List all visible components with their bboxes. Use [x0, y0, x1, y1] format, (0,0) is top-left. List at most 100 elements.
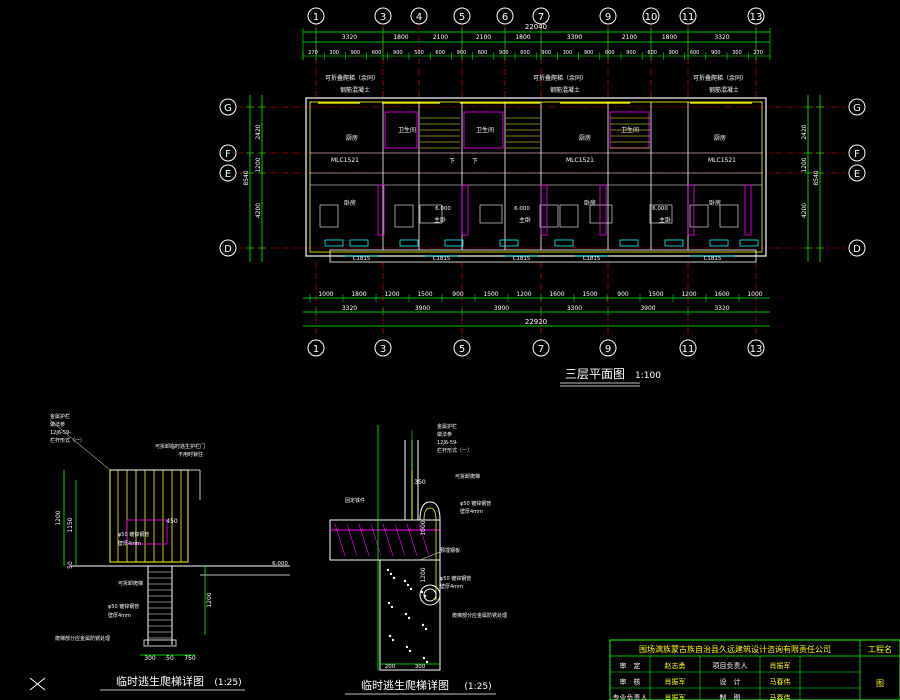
bed-box — [479, 204, 503, 224]
wet-room-outline — [463, 111, 504, 149]
drawing-label: 图 — [876, 679, 884, 688]
dim-text: 300 — [563, 50, 573, 56]
axis-bubble — [219, 144, 237, 162]
dim-text: 900 — [457, 50, 467, 56]
dim-text: 2100 — [476, 34, 491, 41]
note-text: 壁厚4mm — [460, 508, 483, 515]
dim-text: 500 — [414, 50, 424, 56]
dim-text: 900 — [393, 50, 403, 56]
wall-column — [379, 559, 441, 671]
door-label: MLC1521 — [331, 157, 359, 164]
detail-title: 临时逃生爬梯详图 — [361, 678, 449, 692]
window-sill — [619, 239, 639, 247]
note-text: φ50 镀锌钢管 — [460, 500, 491, 507]
dim-total: 8540 — [243, 170, 250, 185]
window-label: C1815 — [704, 256, 722, 262]
dim-text: 600 — [647, 50, 657, 56]
dim-text: 1800 — [351, 291, 366, 298]
axis-label: D — [853, 244, 861, 255]
window-label: C1815 — [583, 256, 601, 262]
axis-bubble — [219, 98, 237, 116]
aggregate-dot — [409, 587, 413, 591]
dim-text: 300 — [144, 655, 156, 662]
furniture-box — [559, 204, 579, 228]
title-block-person: 马春伟 — [770, 677, 791, 686]
note-text: 壁厚4mm — [108, 612, 131, 619]
dim-total: 8540 — [813, 170, 820, 185]
axis-bubble — [679, 339, 697, 357]
kitchen-label: 厨房 — [714, 134, 726, 142]
dim-text: 2420 — [255, 124, 262, 139]
axis-bubble — [848, 144, 866, 162]
dim-text: 350 — [414, 479, 426, 486]
project-name-label: 工程名 — [868, 644, 892, 654]
stair-note: 可折叠爬梯（余同） — [693, 74, 747, 82]
dim-text: 3300 — [567, 305, 582, 312]
plan-walls — [305, 97, 767, 263]
wall-inner-yellow — [309, 101, 763, 253]
note-text: 金属护栏 — [437, 423, 457, 430]
axis-label: E — [854, 169, 860, 180]
title-block-person: 肖振军 — [665, 677, 686, 686]
bottom-window-strip — [329, 249, 757, 263]
axis-bubble — [599, 7, 617, 25]
axis-label: 10 — [645, 12, 658, 23]
dim-text: 600 — [690, 50, 700, 56]
axis-bubble — [747, 7, 765, 25]
ladder-hook-inner — [423, 507, 437, 600]
dim-text: 1800 — [662, 34, 677, 41]
outer-wall — [305, 97, 767, 257]
elevation-mark: 6.000 — [514, 206, 530, 212]
axis-label: 1 — [313, 344, 319, 355]
detail-scale: (1:25) — [464, 682, 491, 692]
aggregate-dot — [390, 605, 394, 609]
dim-text: 1000 — [747, 291, 762, 298]
stair-note: 可折叠爬梯（余同） — [325, 74, 379, 82]
dim-text: 600 — [520, 50, 530, 56]
dim-text: 900 — [669, 50, 679, 56]
window-label: C1815 — [353, 256, 371, 262]
axis-bubble — [532, 339, 550, 357]
note-text: 壁厚4mm — [118, 540, 141, 547]
aggregate-dot — [386, 568, 390, 572]
axis-label: 6 — [502, 12, 508, 23]
axis-label: 3 — [380, 344, 386, 355]
aggregate-dot — [391, 638, 395, 642]
wc-label: 卫生间 — [476, 126, 494, 134]
furniture-box — [394, 204, 414, 228]
axis-bubble — [219, 164, 237, 182]
slab-hatch — [406, 523, 418, 557]
bed-label: 卧房 — [709, 199, 721, 207]
dim-text: 900 — [584, 50, 594, 56]
title-block-role: 项目负责人 — [713, 661, 748, 670]
dim-text: 270 — [308, 50, 318, 56]
furniture-box — [539, 204, 559, 228]
aggregate-dot — [421, 623, 425, 627]
axis-bubble — [747, 339, 765, 357]
slab-hatch — [358, 523, 370, 557]
title-block-person: 肖振军 — [770, 661, 791, 670]
axis-label: E — [225, 169, 231, 180]
title-block-frame — [609, 639, 900, 700]
dim-text: 4200 — [255, 203, 262, 218]
axis-bubble — [532, 7, 550, 25]
title-block-role: 专业负责人 — [613, 693, 648, 700]
aggregate-dot — [389, 572, 393, 576]
dim-text: 1000 — [420, 520, 427, 535]
dim-text: 900 — [626, 50, 636, 56]
dim-text: 50 — [166, 655, 174, 662]
window-sill — [554, 239, 574, 247]
dim-text: 3320 — [342, 305, 357, 312]
column — [377, 184, 385, 236]
ucs-icon — [29, 677, 46, 691]
aggregate-dot — [404, 612, 408, 616]
furniture-box — [319, 204, 339, 228]
axis-label: G — [224, 103, 232, 114]
dim-text: 3320 — [714, 305, 729, 312]
dim-text: 900 — [617, 291, 629, 298]
axis-label: G — [853, 103, 861, 114]
